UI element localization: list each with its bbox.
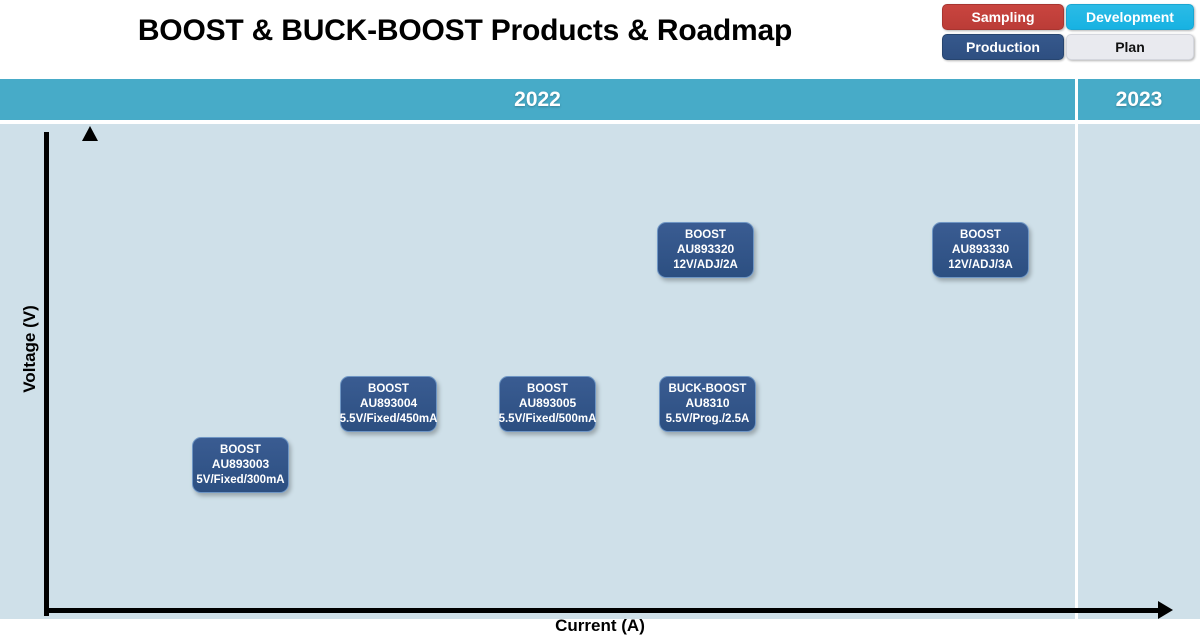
- plot-year-divider: [1075, 124, 1078, 619]
- page-title: BOOST & BUCK-BOOST Products & Roadmap: [137, 14, 793, 47]
- y-axis-label: Voltage (V): [20, 305, 39, 393]
- product-spec: 5V/Fixed/300mA: [196, 473, 285, 486]
- roadmap-plot-area: Voltage (V) Current (A) BOOST AU893320 1…: [0, 124, 1200, 635]
- product-part-number: AU893320: [676, 242, 735, 257]
- legend-chip-sampling[interactable]: Sampling: [942, 4, 1064, 30]
- product-part-number: AU893004: [359, 396, 418, 411]
- legend-label-plan: Plan: [1115, 39, 1145, 55]
- year-header-2022: 2022: [514, 87, 561, 111]
- product-spec: 5.5V/Fixed/450mA: [339, 412, 438, 425]
- y-axis-line: [44, 126, 98, 616]
- legend-chip-plan[interactable]: Plan: [1066, 34, 1194, 60]
- year-header-2023: 2023: [1115, 87, 1163, 111]
- product-type: BOOST: [960, 228, 1001, 241]
- product-part-number: AU893003: [211, 457, 270, 472]
- product-box-au893320[interactable]: BOOST AU893320 12V/ADJ/2A: [657, 222, 754, 278]
- legend-chip-production[interactable]: Production: [942, 34, 1064, 60]
- product-type: BOOST: [527, 382, 568, 395]
- product-spec: 12V/ADJ/3A: [948, 258, 1013, 271]
- product-box-au893003[interactable]: BOOST AU893003 5V/Fixed/300mA: [192, 437, 289, 493]
- product-box-au893004[interactable]: BOOST AU893004 5.5V/Fixed/450mA: [340, 376, 437, 432]
- product-box-au893005[interactable]: BOOST AU893005 5.5V/Fixed/500mA: [499, 376, 596, 432]
- legend-chip-development[interactable]: Development: [1066, 4, 1194, 30]
- product-box-au8310[interactable]: BUCK-BOOST AU8310 5.5V/Prog./2.5A: [659, 376, 756, 432]
- x-axis-line: [44, 608, 1160, 613]
- x-axis-arrow-icon: [1158, 601, 1173, 619]
- product-spec: 5.5V/Prog./2.5A: [665, 412, 750, 425]
- product-type: BOOST: [685, 228, 726, 241]
- legend-label-development: Development: [1086, 9, 1174, 25]
- product-spec: 5.5V/Fixed/500mA: [498, 412, 597, 425]
- legend-label-sampling: Sampling: [971, 9, 1035, 25]
- product-part-number: AU8310: [685, 396, 730, 411]
- status-legend: Sampling Development Production Plan: [942, 4, 1196, 60]
- year-divider: [1075, 79, 1078, 120]
- product-part-number: AU893330: [951, 242, 1010, 257]
- product-type: BUCK-BOOST: [668, 382, 747, 395]
- legend-label-production: Production: [966, 39, 1040, 55]
- product-type: BOOST: [220, 443, 261, 456]
- product-spec: 12V/ADJ/2A: [673, 258, 738, 271]
- product-type: BOOST: [368, 382, 409, 395]
- product-part-number: AU893005: [518, 396, 577, 411]
- page-header: BOOST & BUCK-BOOST Products & Roadmap Sa…: [0, 0, 1200, 79]
- x-axis-label: Current (A): [555, 616, 645, 635]
- timeline-year-band: 2022 2023: [0, 79, 1200, 120]
- product-box-au893330[interactable]: BOOST AU893330 12V/ADJ/3A: [932, 222, 1029, 278]
- y-axis-arrow-icon: [82, 126, 98, 141]
